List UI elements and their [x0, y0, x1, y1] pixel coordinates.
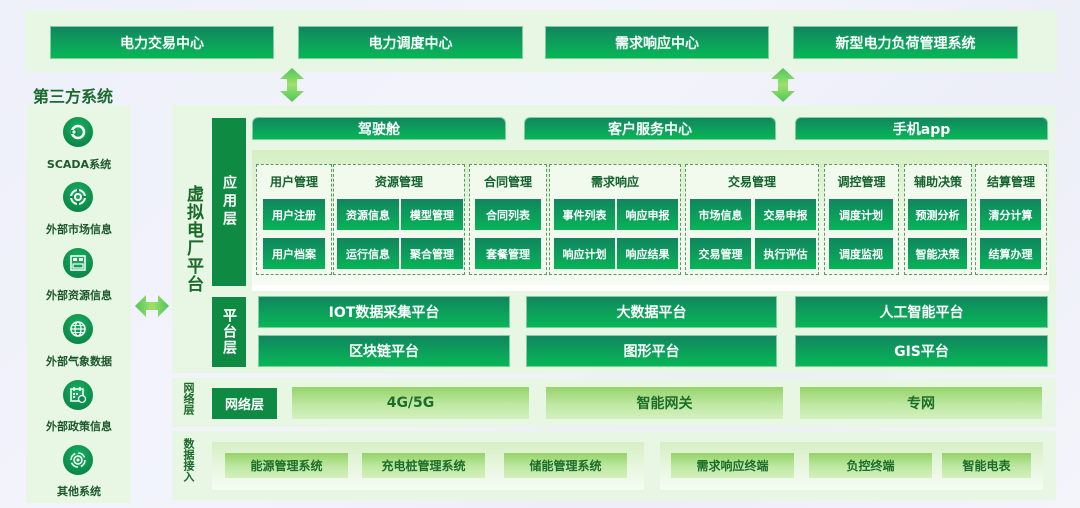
module-clearing-calculation[interactable]: 清分计算: [980, 199, 1041, 230]
module-package-management[interactable]: 套餐管理: [475, 238, 541, 269]
label: 电力调度中心: [368, 35, 453, 52]
module-group-dispatch-control: 调控管理 调度计划 调度监视: [824, 164, 899, 275]
network-layer-side-label: 网络层: [182, 382, 195, 415]
module-response-declaration[interactable]: 响应申报: [617, 199, 678, 230]
layer-divider: [252, 285, 1049, 291]
target-icon: [63, 445, 93, 475]
group-title: 用户管理: [269, 175, 318, 189]
double-arrow-vertical-icon: [771, 68, 795, 102]
label: 人工智能平台: [879, 305, 964, 321]
data-source-demand-response-terminal[interactable]: 需求响应终端: [671, 453, 794, 478]
module-group-settlement-management: 结算管理 清分计算 结算办理: [975, 164, 1047, 275]
module-resource-info[interactable]: 资源信息: [337, 199, 399, 230]
group-title: 合同管理: [483, 175, 532, 189]
network-smart-gateway[interactable]: 智能网关: [546, 387, 783, 419]
module-dispatch-plan[interactable]: 调度计划: [829, 199, 893, 230]
module-dispatch-monitor[interactable]: 调度监视: [829, 238, 893, 269]
group-title: 需求响应: [590, 175, 639, 189]
module-forecast-analysis[interactable]: 预测分析: [908, 199, 967, 230]
group-title: 资源管理: [374, 175, 423, 189]
group-title: 结算管理: [986, 175, 1035, 189]
third-party-label: SCADA系统: [46, 158, 112, 171]
module-user-register[interactable]: 用户注册: [263, 199, 325, 230]
portal-mobile-app[interactable]: 手机app: [795, 117, 1048, 140]
label: IOT数据采集平台: [328, 305, 440, 321]
calendar-icon: [63, 380, 93, 410]
label: 图形平台: [623, 344, 680, 360]
data-source-load-control-terminal[interactable]: 负控终端: [809, 453, 932, 478]
globe-icon: [63, 314, 93, 344]
scada-icon: [63, 117, 93, 147]
module-event-list[interactable]: 事件列表: [554, 199, 615, 230]
data-source-charging-pile[interactable]: 充电桩管理系统: [362, 453, 485, 478]
top-system-power-trading[interactable]: 电力交易中心: [50, 26, 274, 59]
network-layer-label: 网络层: [212, 388, 277, 419]
portal-cockpit[interactable]: 驾驶舱: [252, 117, 506, 140]
group-title: 交易管理: [727, 175, 776, 189]
network-private-network[interactable]: 专网: [800, 387, 1042, 419]
platform-graphics[interactable]: 图形平台: [526, 335, 777, 367]
resource-icon: [63, 248, 93, 278]
platform-iot-data-collection[interactable]: IOT数据采集平台: [258, 296, 510, 328]
label: 电力交易中心: [120, 35, 204, 52]
module-execution-evaluation[interactable]: 执行评估: [755, 238, 816, 269]
third-party-label: 外部市场信息: [46, 223, 112, 236]
data-source-energy-storage[interactable]: 储能管理系统: [504, 453, 627, 478]
third-party-label: 外部气象数据: [46, 355, 112, 368]
third-party-label: 其他系统: [57, 485, 101, 498]
label: 需求响应中心: [615, 35, 699, 52]
top-system-demand-response[interactable]: 需求响应中心: [545, 26, 769, 59]
platform-layer-label: 平台层: [212, 297, 246, 367]
module-market-info[interactable]: 市场信息: [690, 199, 751, 230]
double-arrow-horizontal-icon: [135, 295, 169, 317]
module-smart-decision[interactable]: 智能决策: [908, 238, 967, 269]
portal-customer-service[interactable]: 客户服务中心: [524, 117, 776, 140]
module-response-plan[interactable]: 响应计划: [554, 238, 615, 269]
third-party-panel: [26, 105, 131, 503]
data-access-side-label: 数据接入: [182, 438, 195, 482]
application-layer-label: 应用层: [212, 118, 246, 286]
module-operation-info[interactable]: 运行信息: [337, 238, 399, 269]
third-party-label: 外部资源信息: [46, 289, 112, 302]
module-group-user-management: 用户管理 用户注册 用户档案: [256, 164, 332, 275]
label: 应用层: [221, 175, 237, 229]
module-group-contract-management: 合同管理 合同列表 套餐管理: [469, 164, 547, 275]
platform-gis[interactable]: GIS平台: [795, 335, 1048, 367]
module-trading-declaration[interactable]: 交易申报: [755, 199, 816, 230]
module-model-management[interactable]: 模型管理: [401, 199, 463, 230]
data-source-smart-meter[interactable]: 智能电表: [942, 453, 1031, 478]
label: 大数据平台: [616, 305, 687, 321]
label: 客户服务中心: [608, 121, 692, 138]
top-system-load-management[interactable]: 新型电力负荷管理系统: [793, 26, 1018, 59]
module-group-resource-management: 资源管理 资源信息 模型管理 运行信息 聚合管理: [333, 164, 465, 275]
label: 驾驶舱: [358, 121, 400, 138]
label: 区块链平台: [349, 344, 419, 360]
vpp-title: 虚拟电厂平台: [183, 185, 203, 293]
data-source-energy-management[interactable]: 能源管理系统: [225, 453, 348, 478]
module-response-result[interactable]: 响应结果: [617, 238, 678, 269]
double-arrow-vertical-icon: [280, 68, 304, 102]
third-party-title: 第三方系统: [33, 87, 114, 106]
module-aggregation-management[interactable]: 聚合管理: [401, 238, 463, 269]
module-group-trading-management: 交易管理 市场信息 交易申报 交易管理 执行评估: [685, 164, 819, 275]
label: 平台层: [221, 308, 237, 356]
group-title: 调控管理: [837, 175, 886, 189]
module-group-demand-response: 需求响应 事件列表 响应申报 响应计划 响应结果: [549, 164, 681, 275]
platform-blockchain[interactable]: 区块链平台: [258, 335, 510, 367]
module-user-profile[interactable]: 用户档案: [263, 238, 325, 269]
group-title: 辅助决策: [913, 175, 962, 189]
top-system-power-dispatch[interactable]: 电力调度中心: [298, 26, 523, 59]
label: GIS平台: [894, 344, 949, 360]
module-trading-management[interactable]: 交易管理: [690, 238, 751, 269]
market-icon: [63, 182, 93, 212]
label: 新型电力负荷管理系统: [835, 35, 976, 52]
third-party-label: 外部政策信息: [46, 420, 112, 433]
network-4g5g[interactable]: 4G/5G: [292, 387, 529, 419]
platform-artificial-intelligence[interactable]: 人工智能平台: [795, 296, 1048, 328]
label: 手机app: [892, 121, 951, 138]
module-settlement-processing[interactable]: 结算办理: [980, 238, 1041, 269]
module-group-decision-support: 辅助决策 预测分析 智能决策: [904, 164, 972, 275]
platform-big-data[interactable]: 大数据平台: [526, 296, 777, 328]
module-contract-list[interactable]: 合同列表: [475, 199, 541, 230]
